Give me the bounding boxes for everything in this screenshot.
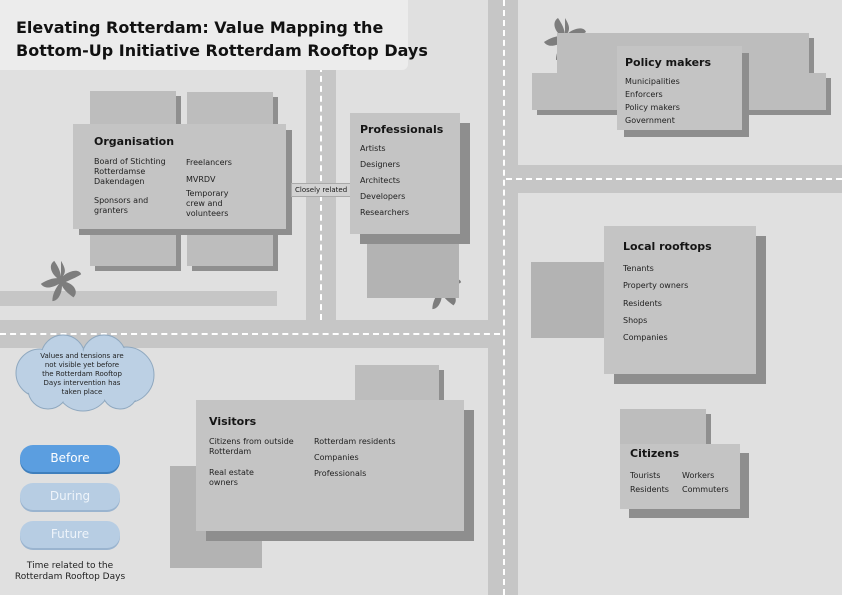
tree-icon — [40, 260, 82, 302]
title-box: Elevating Rotterdam: Value Mapping the B… — [0, 0, 428, 70]
professionals-item: Artists — [360, 144, 386, 153]
building-block — [531, 262, 605, 338]
policy-makers-item: Government — [625, 116, 675, 125]
road-marking — [506, 178, 842, 180]
policy-makers-title: Policy makers — [625, 56, 712, 69]
road-marking — [503, 0, 505, 595]
citizens-title: Citizens — [630, 447, 680, 460]
building-block — [355, 365, 439, 403]
cloud-text: Values and tensions are — [40, 352, 124, 360]
organisation-item: granters — [94, 206, 128, 215]
organisation-item: Freelancers — [186, 158, 232, 167]
citizens-item: Tourists — [630, 471, 661, 480]
local-rooftops-item: Property owners — [623, 281, 689, 290]
building-block — [90, 91, 176, 127]
organisation-title: Organisation — [94, 135, 175, 148]
cloud-text: the Rotterdam Rooftop — [42, 370, 122, 378]
organisation-item: Sponsors and — [94, 196, 149, 205]
local-rooftops-title: Local rooftops — [623, 240, 712, 253]
visitors-item: owners — [209, 478, 238, 487]
cloud-text: taken place — [61, 388, 103, 396]
citizens-item: Commuters — [682, 485, 729, 494]
local-rooftops-item: Companies — [623, 333, 668, 342]
organisation-item: volunteers — [186, 209, 229, 218]
cloud-shape — [15, 334, 155, 412]
cloud-text: not visible yet before — [44, 361, 120, 369]
professionals-item: Architects — [360, 176, 401, 185]
local-rooftops-item: Shops — [623, 316, 648, 325]
cloud-text: Days intervention has — [43, 379, 121, 387]
professionals-item: Researchers — [360, 208, 410, 217]
professionals-item: Developers — [360, 192, 406, 201]
building-block — [187, 228, 273, 266]
visitors-title: Visitors — [209, 415, 257, 428]
visitors-item: Companies — [314, 453, 359, 462]
organisation-item: MVRDV — [186, 175, 216, 184]
policy-makers-item: Enforcers — [625, 90, 663, 99]
visitors-item: Rotterdam residents — [314, 437, 396, 446]
time-caption: Rotterdam Rooftop Days — [14, 572, 126, 582]
during-button[interactable]: During — [20, 483, 120, 510]
organisation-item: Dakendagen — [94, 177, 145, 186]
visitors-card: Visitors Citizens from outside Rotterdam… — [196, 400, 464, 531]
road-marking — [0, 333, 500, 335]
visitors-item: Rotterdam — [209, 447, 252, 456]
before-button[interactable]: Before — [20, 445, 120, 472]
building-block — [367, 240, 459, 298]
citizens-item: Residents — [630, 485, 669, 494]
page-title: Elevating Rotterdam: Value Mapping the — [16, 18, 384, 37]
policy-makers-card: Policy makers Municipalities Enforcers P… — [617, 46, 742, 130]
building-block — [620, 409, 706, 447]
professionals-card: Professionals Artists Designers Architec… — [350, 113, 460, 234]
policy-makers-item: Municipalities — [625, 77, 680, 86]
organisation-card: Organisation Board of Stichting Rotterda… — [73, 124, 286, 229]
local-rooftops-item: Tenants — [623, 264, 654, 273]
building-block — [90, 228, 176, 266]
professionals-item: Designers — [360, 160, 400, 169]
visitors-item: Professionals — [314, 469, 367, 478]
organisation-item: crew and — [186, 199, 223, 208]
organisation-item: Temporary — [186, 189, 229, 198]
professionals-title: Professionals — [360, 123, 444, 136]
policy-makers-item: Policy makers — [625, 103, 680, 112]
visitors-item: Real estate — [209, 468, 254, 477]
organisation-item: Rotterdamse — [94, 167, 146, 176]
local-rooftops-card: Local rooftops Tenants Property owners R… — [604, 226, 756, 374]
building-block — [187, 92, 273, 126]
road-small — [0, 291, 277, 306]
organisation-item: Board of Stichting — [94, 157, 166, 166]
visitors-item: Citizens from outside — [209, 437, 294, 446]
page-title-line-2: Bottom-Up Initiative Rotterdam Rooftop D… — [16, 41, 428, 60]
future-button[interactable]: Future — [20, 521, 120, 548]
citizens-item: Workers — [682, 471, 715, 480]
citizens-card: Citizens Tourists Residents Workers Comm… — [620, 444, 740, 509]
relation-label: Closely related — [291, 183, 352, 197]
time-caption: Time related to the — [26, 561, 114, 571]
local-rooftops-item: Residents — [623, 299, 662, 308]
